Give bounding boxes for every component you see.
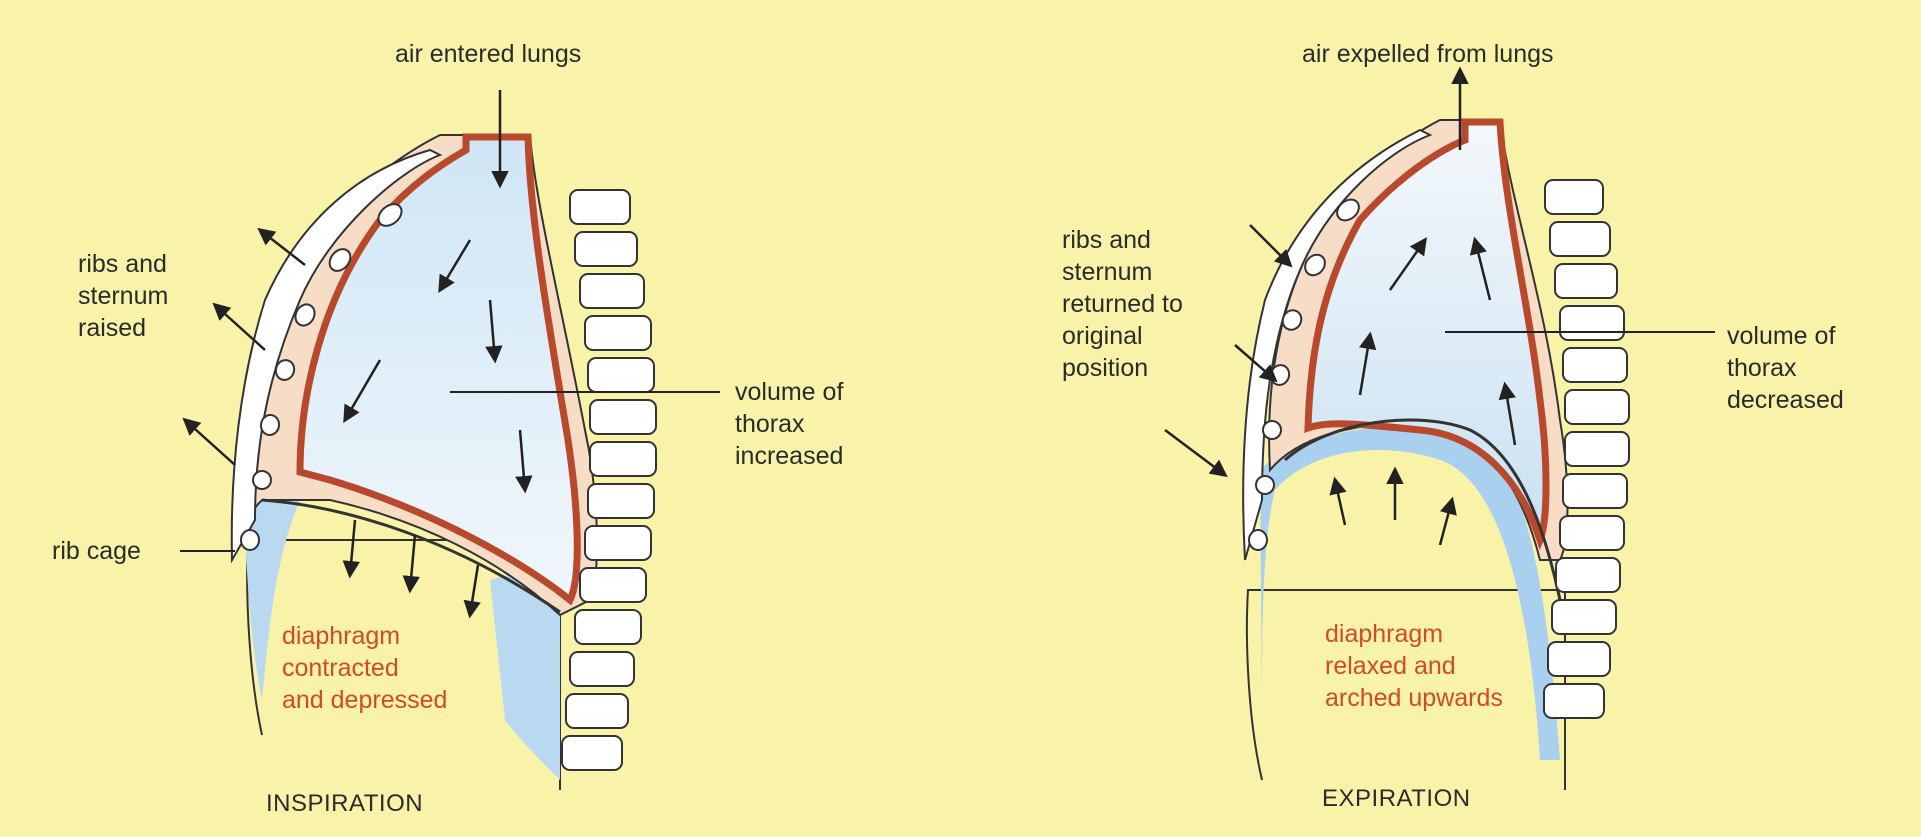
expiration-diaphragm-label: diaphragm relaxed and arched upwards xyxy=(1325,618,1503,714)
inspiration-airflow-label: air entered lungs xyxy=(395,38,581,70)
inspiration-rib-cage-label: rib cage xyxy=(52,535,141,567)
inspiration-panel xyxy=(180,90,720,790)
expiration-volume-label: volume of thorax decreased xyxy=(1727,320,1844,416)
expiration-airflow-label: air expelled from lungs xyxy=(1302,38,1554,70)
inspiration-ribs-label: ribs and sternum raised xyxy=(78,248,168,344)
inspiration-volume-label: volume of thorax increased xyxy=(735,376,843,472)
inspiration-title: INSPIRATION xyxy=(266,788,423,820)
expiration-ribs-label: ribs and sternum returned to original po… xyxy=(1062,224,1183,384)
expiration-title: EXPIRATION xyxy=(1322,783,1471,815)
inspiration-diaphragm-label: diaphragm contracted and depressed xyxy=(282,620,447,716)
